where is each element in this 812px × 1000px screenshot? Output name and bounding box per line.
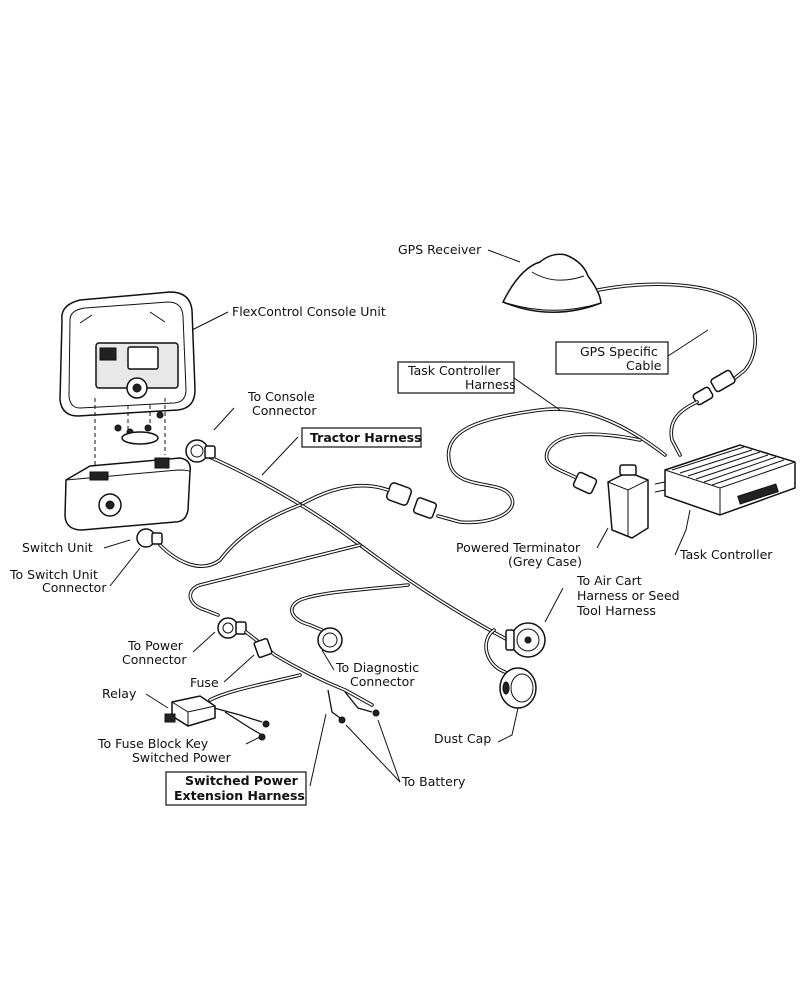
label-gps-receiver: GPS Receiver [398, 242, 482, 257]
label-diag-1: To Diagnostic [335, 660, 419, 675]
label-gps-cable-2: Cable [626, 358, 662, 373]
label-diag-2: Connector [350, 674, 415, 689]
switched-ext-box [165, 771, 307, 806]
dust-cap [499, 667, 537, 709]
tc-harness-box [397, 361, 515, 394]
label-powered-term-1: Powered Terminator [456, 540, 581, 555]
label-fuse-block-1: To Fuse Block Key [97, 736, 209, 751]
label-to-console-1: To Console [247, 389, 315, 404]
label-to-power-1: To Power [127, 638, 184, 653]
label-tc-harness-2: Harness [465, 377, 516, 392]
battery-terminals [338, 709, 380, 724]
mount-screws [114, 411, 164, 445]
label-relay: Relay [102, 686, 137, 701]
label-switched-ext-1: Switched Power [185, 773, 299, 788]
label-air-cart-2: Harness or Seed [577, 588, 680, 603]
label-fuse-block-2: Switched Power [132, 750, 232, 765]
label-switch-unit: Switch Unit [22, 540, 93, 555]
task-controller [654, 444, 796, 516]
fuse-block-terminals [258, 720, 270, 741]
tc-harness-connectors [385, 471, 598, 519]
diagnostic-connector [317, 627, 343, 653]
fuse [253, 637, 273, 659]
air-cart-connector [505, 622, 546, 658]
relay [164, 695, 216, 727]
flexcontrol-console [59, 291, 196, 417]
tractor-harness-box [301, 427, 422, 448]
label-battery: To Battery [401, 774, 466, 789]
label-to-switch-2: Connector [42, 580, 107, 595]
label-to-power-2: Connector [122, 652, 187, 667]
label-switched-ext-2: Extension Harness [174, 788, 305, 803]
power-connector [217, 617, 247, 639]
label-tractor-harness: Tractor Harness [310, 430, 422, 445]
label-task-controller: Task Controller [679, 547, 773, 562]
gps-receiver [501, 253, 602, 313]
label-fuse: Fuse [190, 675, 219, 690]
label-to-console-2: Connector [252, 403, 317, 418]
console-connector [185, 439, 216, 463]
switch-unit [64, 457, 192, 531]
label-flexcontrol: FlexControl Console Unit [232, 304, 386, 319]
gps-cable-connector [692, 369, 736, 406]
label-gps-cable-1: GPS Specific [580, 344, 658, 359]
label-dust-cap: Dust Cap [434, 731, 491, 746]
powered-terminator [607, 464, 649, 539]
label-air-cart-1: To Air Cart [576, 573, 642, 588]
label-to-switch-1: To Switch Unit [9, 567, 98, 582]
leader-lines [103, 249, 709, 787]
label-tc-harness-1: Task Controller [407, 363, 501, 378]
switch-unit-connector [136, 528, 163, 548]
label-powered-term-2: (Grey Case) [508, 554, 582, 569]
label-air-cart-3: Tool Harness [576, 603, 656, 618]
gps-cable-box [555, 341, 669, 375]
